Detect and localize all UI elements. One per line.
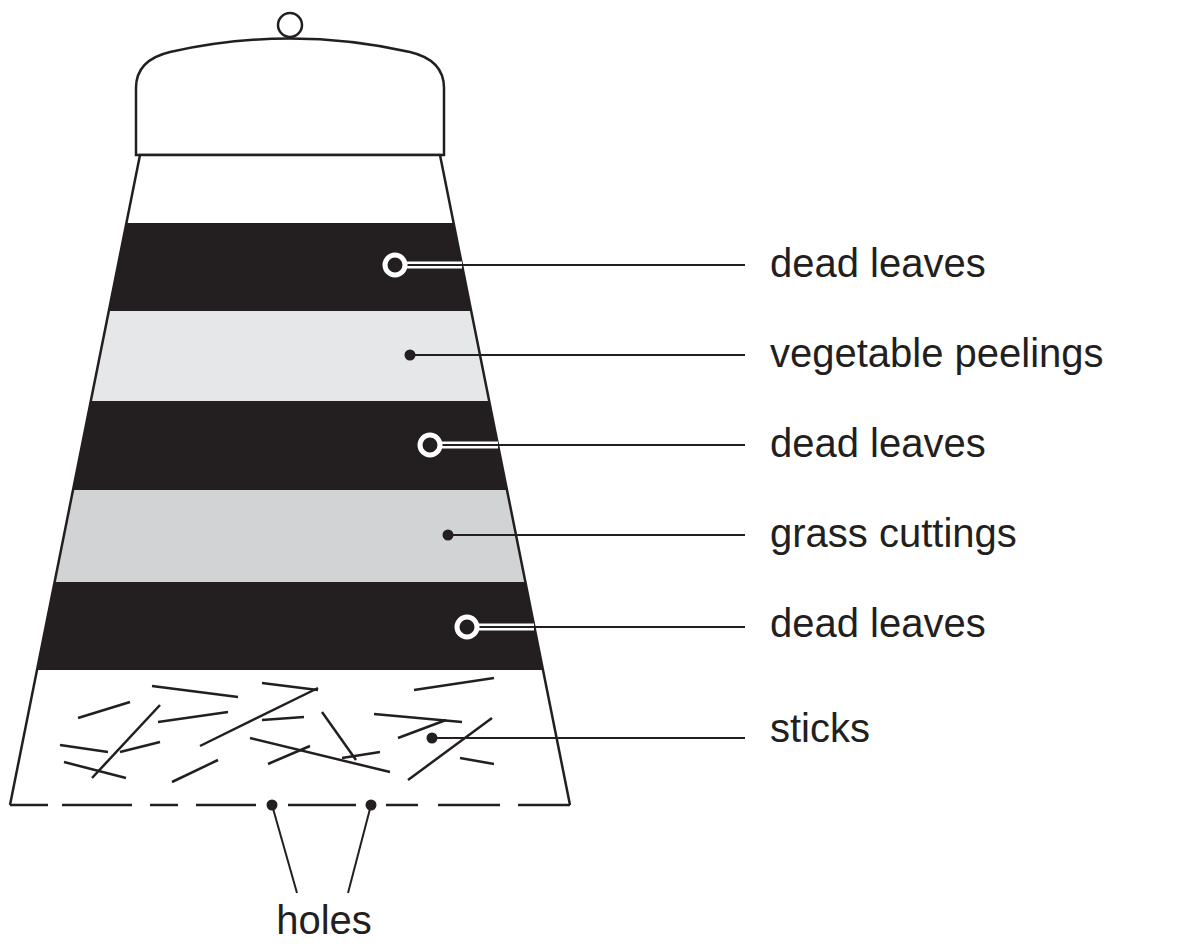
callout-label: holes (276, 897, 372, 943)
leader-lines (267, 255, 746, 893)
empty-space (126, 155, 453, 223)
bin-lid (136, 39, 444, 156)
layer-label: vegetable peelings (770, 330, 1104, 376)
dead-leaves-layer (109, 223, 471, 311)
bin-base-holes (10, 804, 570, 807)
layer-label: sticks (770, 705, 870, 751)
sticks-layer (60, 678, 494, 782)
bin-outline (10, 155, 570, 805)
dead-leaves-layer (73, 401, 507, 490)
layer-label: grass cuttings (770, 510, 1017, 556)
layer-label: dead leaves (770, 240, 986, 286)
layer-label: dead leaves (770, 600, 986, 646)
layer-label: dead leaves (770, 420, 986, 466)
dead-leaves-layer (37, 582, 543, 670)
lid-knob (278, 13, 302, 37)
